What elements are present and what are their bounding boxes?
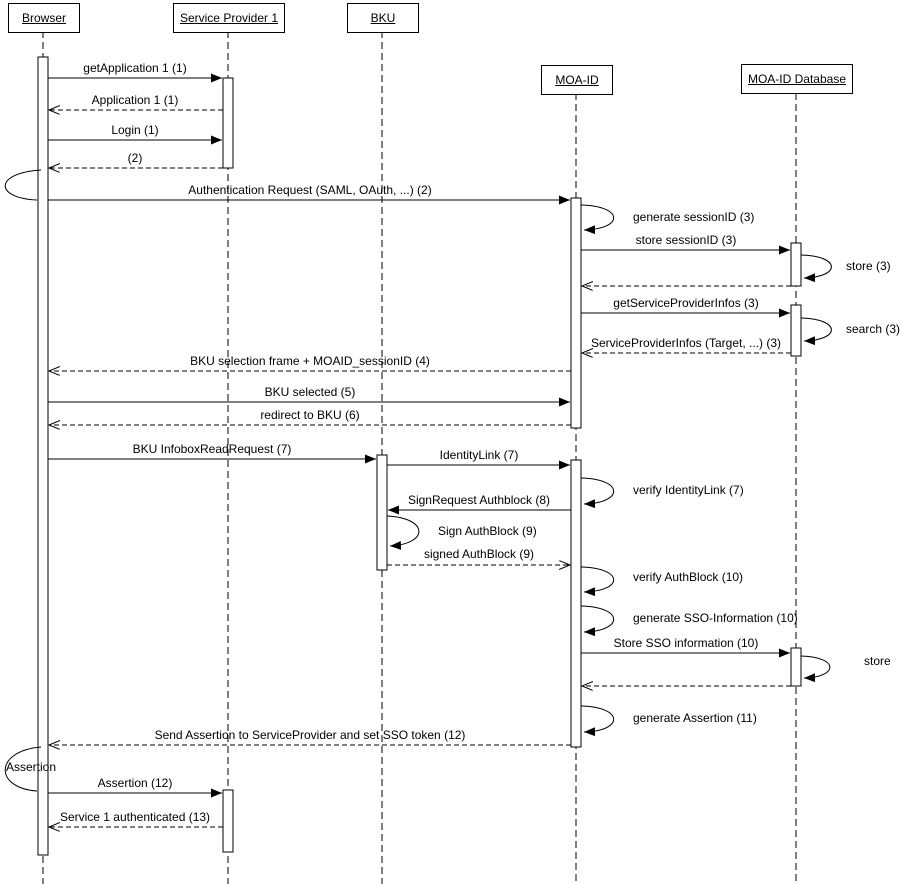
message-label-signed-authblock: signed AuthBlock (9) <box>423 547 535 561</box>
arc-browser-assertion-bottom <box>4 746 42 792</box>
arc-generate-assertion <box>580 705 614 737</box>
activation-sp1-first <box>222 77 234 169</box>
message-label-bku-infoboxreadrequest: BKU InfoboxReadRequest (7) <box>132 442 292 456</box>
arc-sign-authblock <box>386 515 420 550</box>
message-label-generate-sessionid: generate sessionID (3) <box>633 210 755 224</box>
activation-db-store <box>790 242 802 287</box>
actor-label-browser: Browser <box>21 11 66 25</box>
actor-box-browser: Browser <box>8 3 80 33</box>
actor-label-bku: BKU <box>370 11 396 25</box>
message-label-serviceproviderinfos: ServiceProviderInfos (Target, ...) (3) <box>590 336 782 350</box>
actor-box-moa-id-database: MOA-ID Database <box>741 64 853 94</box>
message-label-verify-identitylink: verify IdentityLink (7) <box>633 483 744 497</box>
message-label-store-sessionid: store sessionID (3) <box>635 233 737 247</box>
activation-sp1-second <box>222 789 234 853</box>
message-arrows <box>4 73 832 827</box>
message-label-identitylink: IdentityLink (7) <box>439 448 519 462</box>
message-label-service1-authenticated: Service 1 authenticated (13) <box>59 810 211 824</box>
activation-db-sso <box>790 647 802 687</box>
message-label-bku-selection-frame: BKU selection frame + MOAID_sessionID (4… <box>190 354 430 368</box>
activation-bku <box>376 454 388 571</box>
message-label-login: Login (1) <box>111 123 159 137</box>
message-label-verify-authblock: verify AuthBlock (10) <box>633 570 744 584</box>
message-label-bku-selected: BKU selected (5) <box>264 385 356 399</box>
actor-label-service-provider-1: Service Provider 1 <box>179 11 279 25</box>
message-label-redirect-to-bku: redirect to BKU (6) <box>260 408 360 422</box>
message-label-send-assertion: Send Assertion to ServiceProvider and se… <box>154 728 466 742</box>
arc-generate-sessionid <box>580 204 614 235</box>
arc-db-store-sso <box>800 655 831 683</box>
message-label-store-sso-information: Store SSO information (10) <box>613 636 759 650</box>
arc-db-search <box>800 317 832 346</box>
activation-browser <box>37 56 49 856</box>
actor-box-moa-id: MOA-ID <box>541 65 613 95</box>
message-label-generate-sso-information: generate SSO-Information (10) <box>633 611 798 625</box>
arc-verify-identitylink <box>580 477 614 509</box>
actor-label-moa-id: MOA-ID <box>555 73 599 87</box>
message-label-generate-assertion: generate Assertion (11) <box>633 711 757 725</box>
message-label-authentication-request: Authentication Request (SAML, OAuth, ...… <box>188 183 432 197</box>
arc-generate-sso-information <box>580 605 614 637</box>
message-label-assertion-note: Assertion <box>6 760 57 774</box>
message-label-return-2: (2) <box>127 151 143 165</box>
actor-label-moa-id-database: MOA-ID Database <box>747 72 847 86</box>
actor-box-service-provider-1: Service Provider 1 <box>173 3 285 33</box>
actor-box-bku: BKU <box>347 3 419 33</box>
arc-verify-authblock <box>580 566 614 597</box>
message-label-sign-authblock: Sign AuthBlock (9) <box>438 524 537 538</box>
arc-db-store <box>800 254 832 283</box>
message-label-db-store: store (3) <box>846 259 891 273</box>
arc-browser-redirect-top <box>4 169 42 201</box>
message-label-application: Application 1 (1) <box>91 93 179 107</box>
message-label-db-store-sso: store <box>864 654 891 668</box>
activation-moaid-second <box>570 459 582 748</box>
message-label-getserviceproviderinfos: getServiceProviderInfos (3) <box>613 296 759 310</box>
message-label-db-search: search (3) <box>846 322 901 336</box>
message-label-getapplication: getApplication 1 (1) <box>83 61 187 75</box>
activation-db-search <box>790 304 802 357</box>
message-label-assertion-12: Assertion (12) <box>97 776 173 790</box>
message-label-signrequest-authblock: SignRequest Authblock (8) <box>407 493 551 507</box>
activation-moaid-first <box>570 197 582 429</box>
